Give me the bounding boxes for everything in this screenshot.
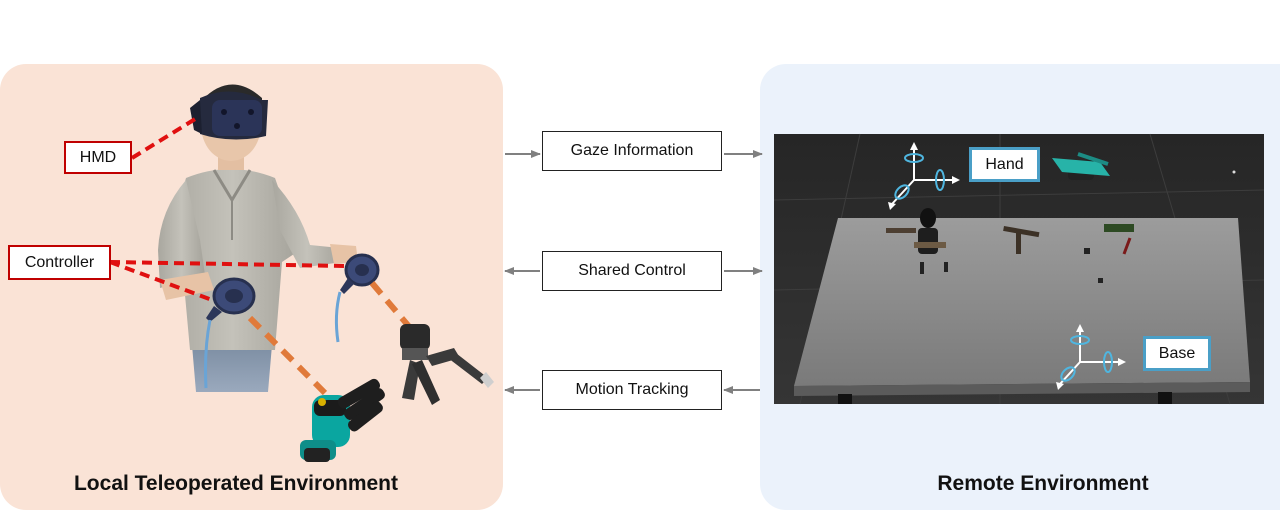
- hmd-headset-icon: [190, 91, 268, 140]
- controller-label: Controller: [8, 245, 111, 280]
- hmd-connector-line: [130, 114, 202, 160]
- controller-connector-lines: [109, 260, 346, 302]
- hand-label: Hand: [969, 147, 1040, 182]
- right-controller-icon: [334, 253, 380, 343]
- robot-gripper-icon: [400, 324, 494, 405]
- hand-mapping-lines: [247, 281, 415, 401]
- shared-control-box: Shared Control: [542, 251, 722, 291]
- base-axes-icon: [1056, 324, 1126, 390]
- hmd-label: HMD: [64, 141, 132, 174]
- base-label: Base: [1143, 336, 1211, 371]
- motion-tracking-box: Motion Tracking: [542, 370, 722, 410]
- local-environment-title: Local Teleoperated Environment: [73, 472, 398, 495]
- left-controller-icon: [204, 277, 256, 389]
- hand-axes-icon: [888, 142, 960, 210]
- robot-dexterous-hand-icon: [300, 378, 385, 462]
- gaze-information-box: Gaze Information: [542, 131, 722, 171]
- remote-environment-title: Remote Environment: [937, 472, 1149, 495]
